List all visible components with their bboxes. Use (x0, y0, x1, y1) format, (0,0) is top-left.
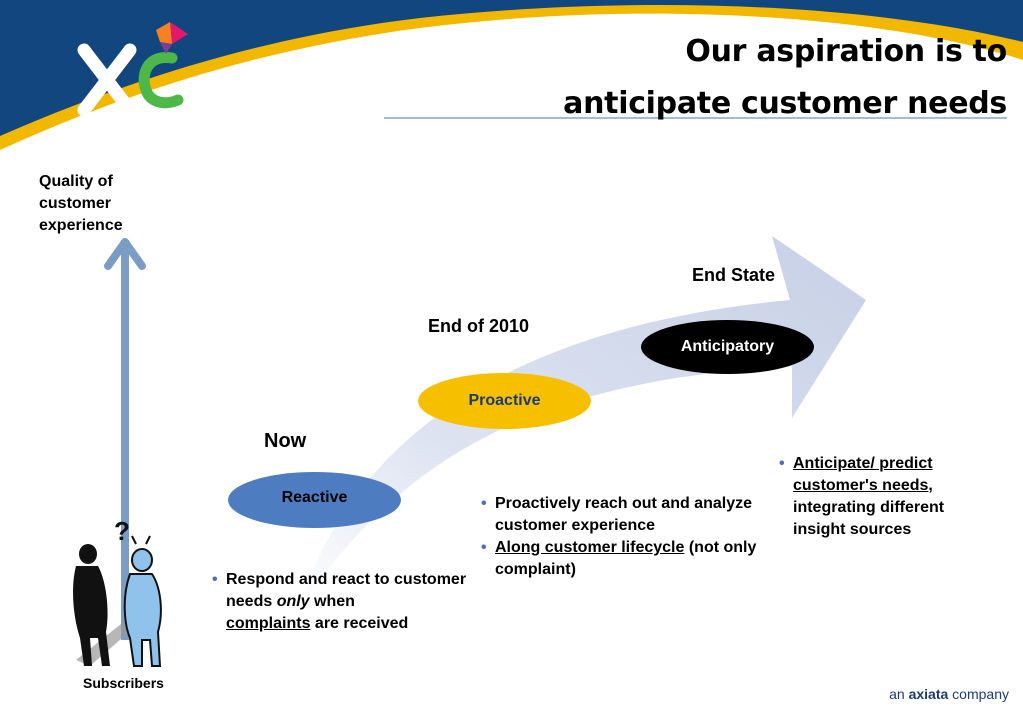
banner-blue-band (0, 0, 1023, 136)
subscribers-label: Subscribers (83, 675, 164, 691)
footer-tagline: an axiata company (889, 686, 1009, 702)
reactive-bullets: • Respond and react to customer needs on… (212, 569, 472, 635)
axis-label: Quality of customer experience (39, 173, 123, 234)
list-item: • Proactively reach out and analyze cust… (481, 495, 752, 534)
header-banner (0, 0, 1023, 150)
anticipatory-bullets: • Anticipate/ predict customer's needs, … (779, 453, 979, 541)
stage-proactive-label: Proactive (468, 392, 541, 409)
subscribers-figures-icon: ? (73, 520, 162, 667)
stage-reactive: Reactive (228, 472, 401, 528)
list-item: • Anticipate/ predict customer's needs, … (779, 455, 945, 538)
stage-anticipatory: Anticipatory (641, 320, 814, 374)
title-line-2: anticipate customer needs (563, 86, 1007, 121)
stage-anticipatory-label: Anticipatory (680, 338, 775, 355)
stage-label-end-state: End State (692, 265, 776, 285)
xl-logo-icon (77, 22, 188, 117)
stage-reactive-label: Reactive (281, 489, 348, 506)
axiata-logo: axiata (908, 686, 949, 702)
proactive-bullets: • Proactively reach out and analyze cust… (481, 493, 761, 581)
page-title: Our aspiration is to anticipate customer… (563, 26, 1007, 130)
title-line-1: Our aspiration is to (685, 34, 1007, 69)
stage-proactive: Proactive (418, 373, 591, 429)
list-item: • Respond and react to customer needs on… (212, 571, 467, 632)
stage-label-end-of-2010: End of 2010 (428, 316, 530, 336)
list-item: • Along customer lifecycle (not only com… (481, 539, 757, 578)
stage-label-now: Now (264, 430, 307, 452)
up-arrow-icon (104, 238, 146, 640)
svg-text:?: ? (114, 520, 130, 546)
